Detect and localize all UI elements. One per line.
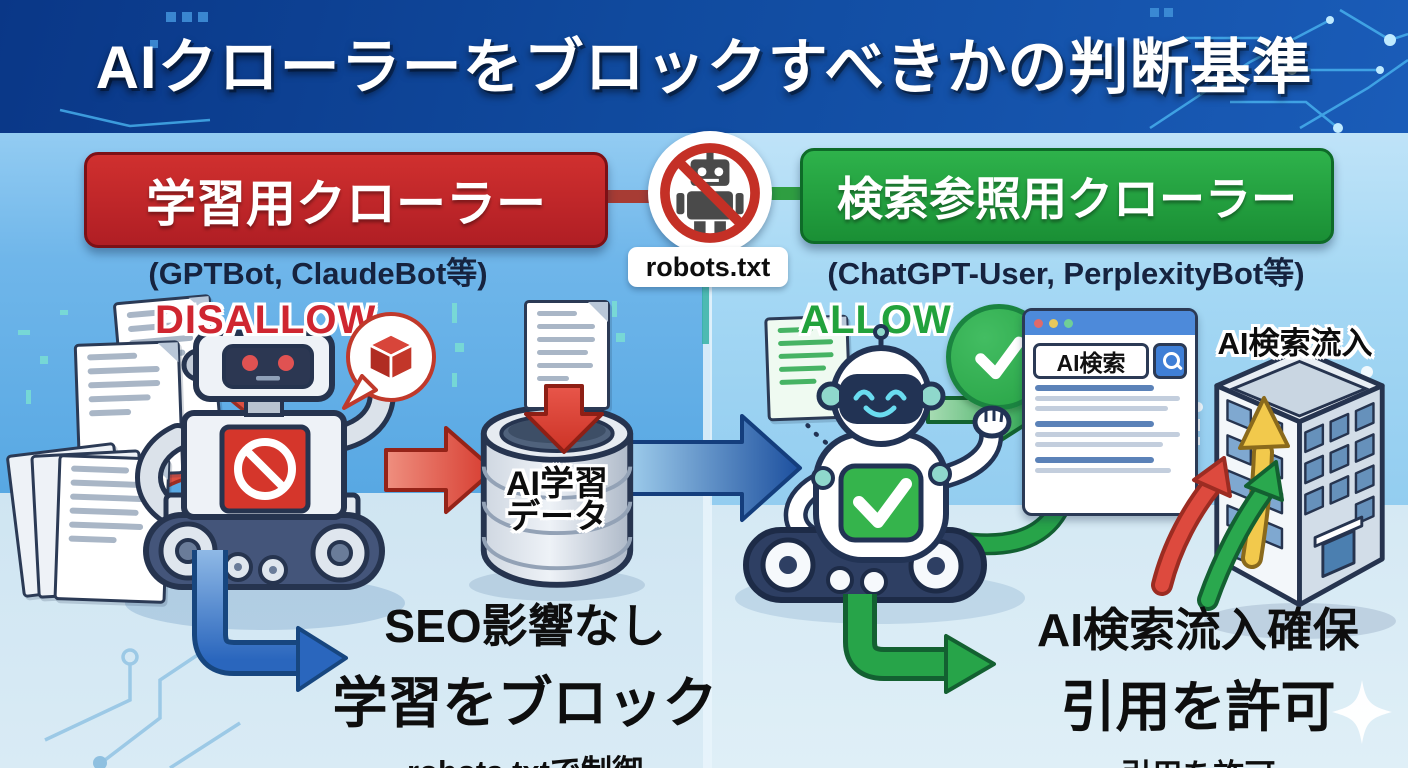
left-conclusion: SEO影響なし 学習をブロック robots.txtで制御 [285,590,765,768]
building-label: AI検索流入 [1217,326,1373,361]
database-label: AI学習 データ [474,465,640,537]
ai-search-text: AI検索 [1056,350,1126,376]
right-conclusion: AI検索流入確保 引用を許可 引用を許可 [968,594,1408,768]
result-title-bar [1035,421,1154,427]
left-conclusion-line3: robots.txtで制御 [285,746,765,768]
window-dot-yellow-icon [1049,318,1058,328]
learning-crawler-examples: (GPTBot, ClaudeBot等) [148,256,488,291]
result-title-bar [1035,385,1154,391]
learning-crawler-banner: 学習用クローラー [84,152,608,248]
search-crawler-examples: (ChatGPT-User, PerplexityBot等) [827,256,1305,291]
green-curve-arrow-icon [843,594,996,694]
blocked-content-bubble [342,312,436,410]
sparkle-icon [1332,680,1392,744]
red-arrow-to-database-icon [384,426,496,514]
circuit-decoration-icon [59,8,1408,133]
result-title-bar [1035,457,1154,463]
robots-txt-label: robots.txt [628,247,788,287]
search-icon [1163,352,1180,369]
browser-title-bar [1025,311,1195,335]
blue-arrow-panel-transition-icon [616,414,802,522]
bubble-tail-icon [342,374,378,410]
teal-connector-line [702,284,709,344]
left-conclusion-line2: 学習をブロック [332,672,718,734]
window-dot-green-icon [1064,318,1073,328]
title-band [0,0,1408,133]
red-arrow-into-database-icon [524,384,604,454]
robot-prohibition-icon [660,143,760,243]
ai-search-input: AI検索 [1033,343,1149,379]
page-title: AIクローラーをブロックすべきかの判断基準 [95,34,1313,101]
red-traffic-arrow-icon [1151,456,1232,596]
blue-curve-arrow-icon [192,550,348,692]
disallow-label: DISALLOW [155,298,377,342]
database-label-line1: AI学習 [506,465,608,503]
right-conclusion-line1: AI検索流入確保 [1037,604,1359,656]
search-results [1025,385,1195,473]
window-dot-red-icon [1034,318,1043,328]
green-traffic-arrow-icon [1197,460,1284,611]
learning-crawler-banner-label: 学習用クローラー [146,176,546,232]
cube-icon [367,332,415,382]
search-crawler-banner-label: 検索参照用クローラー [837,173,1297,225]
left-conclusion-line1: SEO影響なし [384,600,666,652]
no-robots-badge [648,131,772,255]
right-conclusion-line3: 引用を許可 [968,750,1408,768]
red-connector-line [596,190,658,203]
search-crawler-banner: 検索参照用クローラー [800,148,1334,244]
database-label-line2: データ [506,498,608,537]
robots-txt-text: robots.txt [645,251,771,282]
search-button [1153,343,1187,379]
right-conclusion-line2: 引用を許可 [1060,676,1336,738]
ai-search-browser-window: AI検索 [1022,308,1198,516]
search-crawler-robot [743,324,1012,603]
